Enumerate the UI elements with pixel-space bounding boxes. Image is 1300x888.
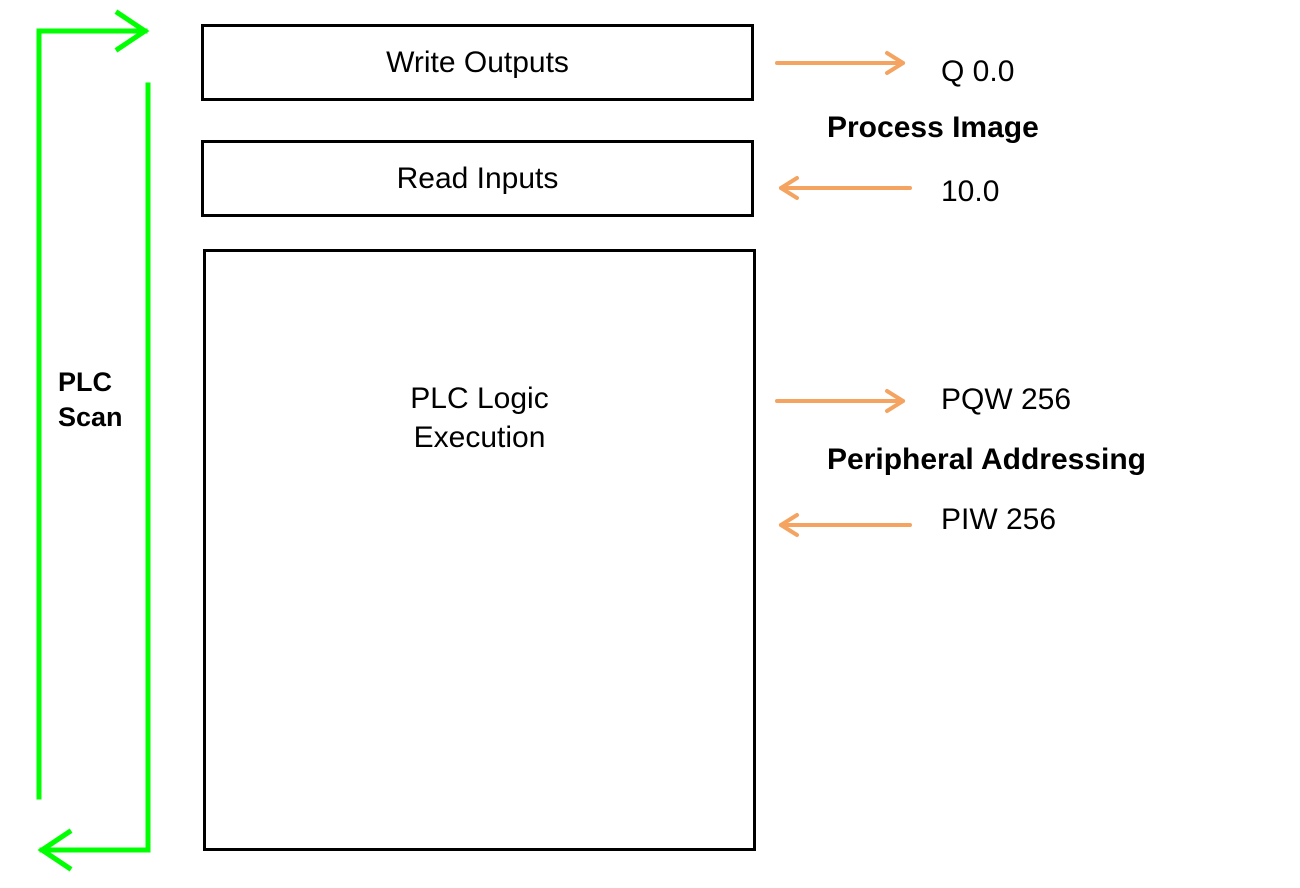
write-outputs-label: Write Outputs xyxy=(386,45,569,79)
read-inputs-label: Read Inputs xyxy=(396,161,559,195)
peripheral-output-address: PQW 256 xyxy=(941,383,1072,416)
plc-logic-label-line2: Execution xyxy=(413,421,546,454)
plc-scan-label: PLC Scan xyxy=(58,365,123,435)
process-output-address: Q 0.0 xyxy=(941,55,1015,88)
process-image-heading: Process Image xyxy=(827,111,1039,144)
plc-scan-label-line2: Scan xyxy=(58,402,123,432)
plc-scan-label-line1: PLC xyxy=(58,367,112,397)
process-input-address: 10.0 xyxy=(941,175,1000,208)
peripheral-input-address: PIW 256 xyxy=(941,503,1057,536)
process-input-arrow xyxy=(779,176,912,200)
plc-logic-label-line1: PLC Logic xyxy=(410,382,549,415)
write-outputs-block: Write Outputs xyxy=(201,24,754,101)
read-inputs-block: Read Inputs xyxy=(201,140,754,217)
peripheral-addressing-heading: Peripheral Addressing xyxy=(827,443,1146,476)
scan-loop-arrow xyxy=(36,9,151,872)
plc-logic-execution-block: PLC Logic Execution xyxy=(203,249,756,851)
peripheral-output-arrow xyxy=(775,389,905,413)
peripheral-input-arrow xyxy=(779,513,912,537)
process-output-arrow xyxy=(775,51,905,75)
plc-logic-execution-text: PLC Logic Execution xyxy=(206,379,753,457)
